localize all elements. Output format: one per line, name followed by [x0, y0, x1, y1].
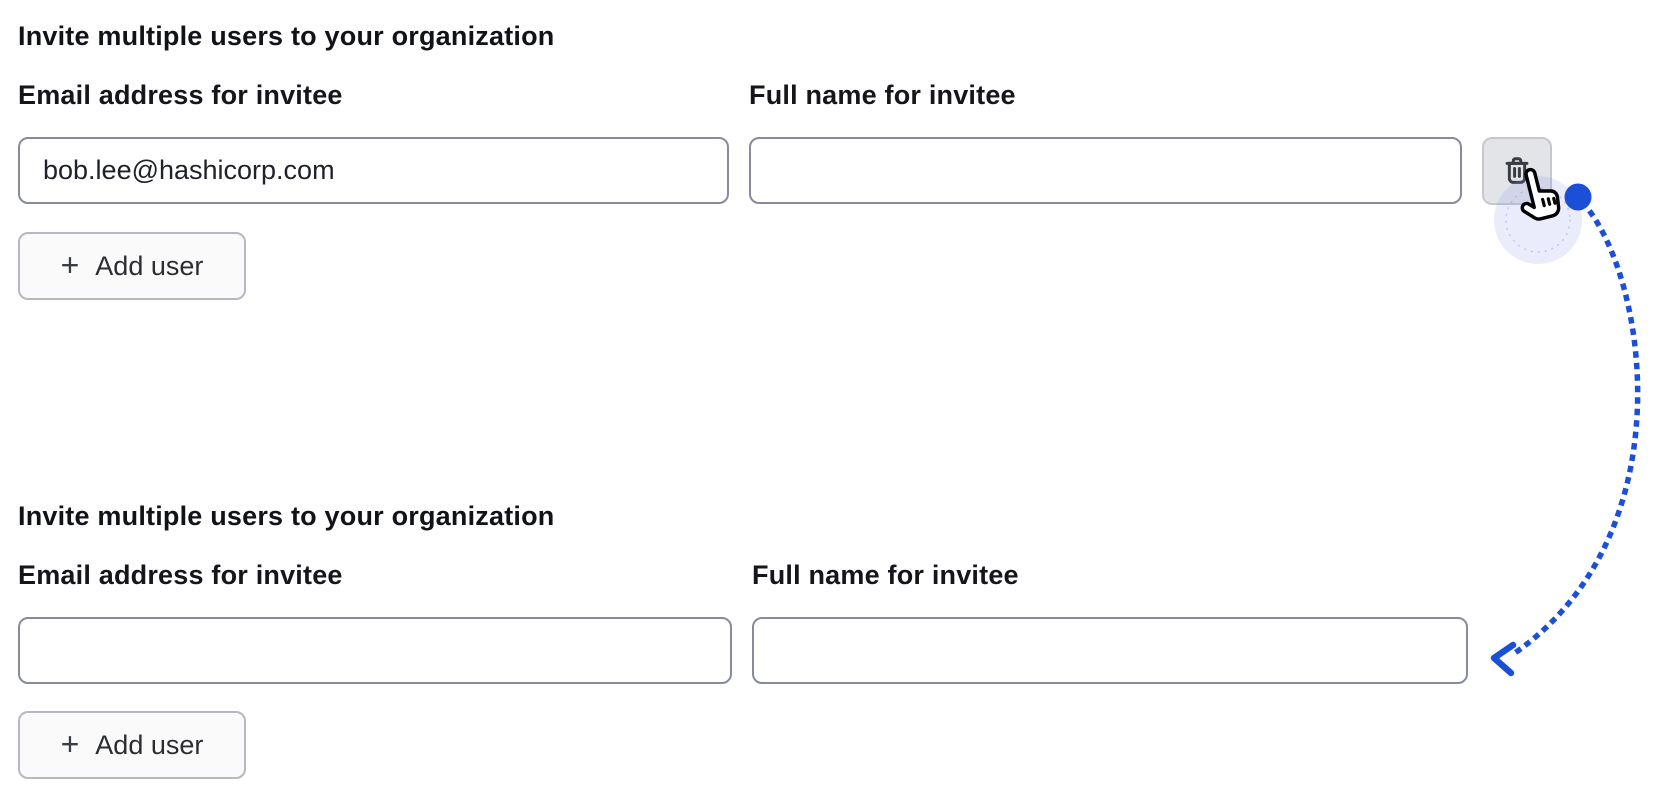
invitee-fields-row: Email address for invitee Full name for … [18, 80, 1552, 205]
full-name-field-label: Full name for invitee [752, 560, 1019, 590]
full-name-field[interactable] [749, 137, 1462, 204]
page-title: Invite multiple users to your organizati… [18, 21, 555, 51]
invite-form-before: Invite multiple users to your organizati… [18, 20, 1552, 300]
trash-icon [1500, 153, 1534, 189]
add-user-button[interactable]: + Add user [18, 232, 246, 300]
email-field-group: Email address for invitee [18, 80, 729, 204]
add-user-button-after[interactable]: + Add user [18, 711, 246, 779]
page-title-after: Invite multiple users to your organizati… [18, 501, 555, 531]
plus-icon: + [60, 247, 80, 283]
email-field-group: Email address for invitee [18, 560, 732, 684]
invite-form-after: Invite multiple users to your organizati… [18, 500, 1552, 779]
add-user-button-label: Add user [95, 729, 204, 760]
add-user-button-label: Add user [95, 250, 204, 281]
arrow-start-dot [1564, 183, 1592, 211]
full-name-field-group: Full name for invitee [752, 560, 1468, 684]
full-name-field-group: Full name for invitee [749, 80, 1462, 204]
plus-icon: + [60, 726, 80, 762]
email-field-label: Email address for invitee [18, 560, 343, 590]
email-field[interactable] [18, 137, 729, 204]
email-field-after[interactable] [18, 617, 732, 684]
email-field-label: Email address for invitee [18, 80, 343, 110]
delete-invitee-button[interactable] [1482, 137, 1552, 205]
full-name-field-label: Full name for invitee [749, 80, 1016, 110]
full-name-field-after[interactable] [752, 617, 1468, 684]
invitee-fields-row: Email address for invitee Full name for … [18, 560, 1552, 684]
